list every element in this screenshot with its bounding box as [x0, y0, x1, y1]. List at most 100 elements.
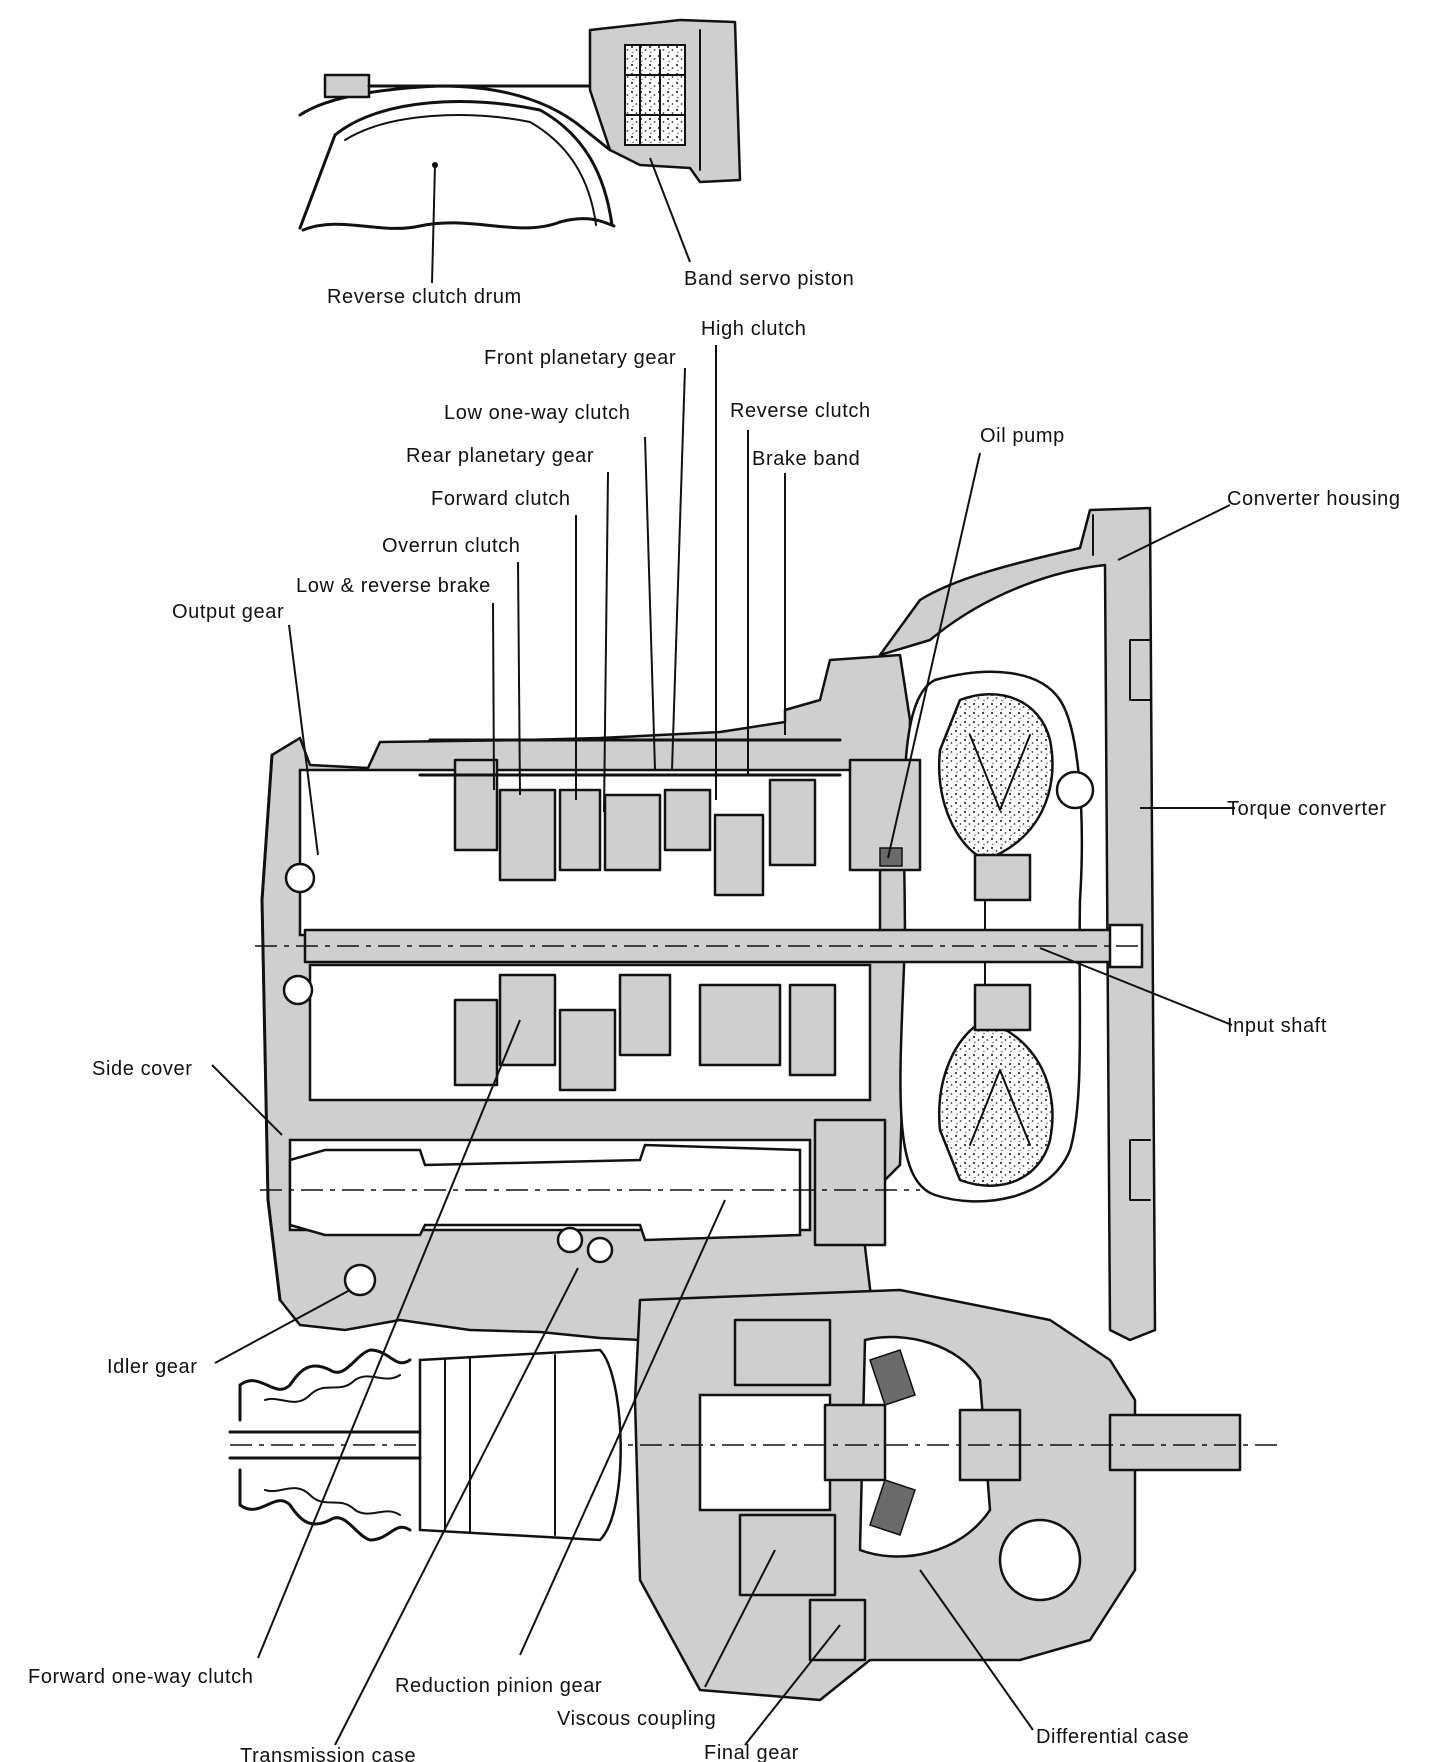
- label-high-clutch: High clutch: [701, 318, 807, 340]
- band-servo-inset: [298, 18, 742, 232]
- side-cover-edge: [260, 753, 282, 1302]
- viscous-coupling-pack: [733, 1318, 832, 1387]
- leader-converter-housing: [1117, 504, 1231, 561]
- leader-rear-planetary-gear: [603, 471, 609, 813]
- side-cover-ring: [282, 974, 314, 1006]
- forward-one-way-clutch-body: [498, 973, 557, 1067]
- label-input-shaft: Input shaft: [1227, 1015, 1327, 1037]
- inset-break-line: [301, 217, 616, 232]
- leader-differential-case: [919, 1569, 1034, 1731]
- leader-side-cover: [211, 1064, 283, 1136]
- label-forward-clutch: Forward clutch: [431, 488, 571, 510]
- inset-piston: [624, 44, 686, 146]
- forward-clutch-plates: [558, 788, 602, 872]
- viscous-coupling-pack-lower: [738, 1513, 837, 1597]
- label-differential-case: Differential case: [1036, 1726, 1189, 1748]
- leader-reverse-clutch-drum: [431, 164, 436, 284]
- converter-stator-lower: [973, 983, 1032, 1032]
- reverse-clutch-drum-shape: [333, 100, 614, 227]
- label-overrun-clutch: Overrun clutch: [382, 535, 520, 557]
- converter-turbine-lower: [938, 1018, 1054, 1187]
- lower-high-clutch: [698, 983, 782, 1067]
- label-final-gear: Final gear: [704, 1742, 799, 1762]
- reverse-clutch-plates: [768, 778, 817, 867]
- label-forward-one-way-clutch: Forward one-way clutch: [28, 1666, 254, 1688]
- label-reduction-pinion-gear: Reduction pinion gear: [395, 1675, 602, 1697]
- inset-drum-inner: [344, 114, 597, 226]
- side-gear-left: [823, 1403, 887, 1482]
- oil-pump-gear: [879, 847, 903, 867]
- label-torque-converter: Torque converter: [1227, 798, 1387, 820]
- label-output-gear: Output gear: [172, 601, 284, 623]
- output-gear-block: [813, 1118, 887, 1247]
- label-idler-gear: Idler gear: [107, 1356, 198, 1378]
- leader-output-gear: [288, 624, 319, 856]
- front-planetary-carrier: [663, 788, 712, 852]
- label-side-cover: Side cover: [92, 1058, 193, 1080]
- converter-lockup-ball: [1055, 770, 1095, 810]
- differential-assembly: [230, 1288, 1280, 1702]
- leader-lines: [211, 157, 1235, 1746]
- clutch-packs-lower: [453, 973, 837, 1092]
- output-gear-ring: [284, 862, 316, 894]
- lower-reverse-clutch: [788, 983, 837, 1077]
- inset-piston-details: [624, 29, 701, 171]
- brake-band-line: [418, 738, 842, 777]
- cv-boot-inner-lower: [264, 1487, 401, 1516]
- cv-boot-inner-upper: [264, 1374, 401, 1403]
- label-brake-band: Brake band: [752, 448, 860, 470]
- pinion-mate-lower: [869, 1479, 916, 1536]
- differential-bearing: [998, 1518, 1082, 1602]
- converter-stator-upper: [973, 853, 1032, 902]
- leader-transmission-case: [334, 1267, 579, 1746]
- leader-band-servo-piston: [649, 157, 691, 263]
- label-low-reverse-brake: Low & reverse brake: [296, 575, 491, 597]
- case-bolt-1: [556, 1226, 584, 1254]
- idler-bearing: [343, 1263, 377, 1297]
- lower-forward-plates: [558, 1008, 617, 1092]
- cv-housing-ribs: [444, 1354, 556, 1536]
- label-reverse-clutch: Reverse clutch: [730, 400, 871, 422]
- rear-planetary-carrier: [603, 793, 662, 872]
- leader-front-planetary-gear: [671, 367, 686, 771]
- case-bolt-2: [586, 1236, 614, 1264]
- pinion-mate-upper: [869, 1349, 916, 1406]
- leader-reduction-pinion-gear: [519, 1199, 726, 1656]
- leader-low-one-way-clutch: [644, 436, 656, 771]
- converter-housing: [878, 506, 1157, 1342]
- leader-overrun-clutch: [517, 561, 521, 796]
- label-front-planetary-gear: Front planetary gear: [484, 347, 676, 369]
- label-reverse-clutch-drum: Reverse clutch drum: [327, 286, 522, 308]
- differential-right-shaft: [1108, 1413, 1242, 1472]
- cv-boot-outline-upper: [238, 1348, 412, 1422]
- leader-oil-pump: [887, 452, 981, 859]
- label-transmission-case: Transmission case: [240, 1745, 416, 1762]
- leader-final-gear: [744, 1624, 841, 1746]
- label-converter-housing: Converter housing: [1227, 488, 1401, 510]
- leader-forward-one-way-clutch: [257, 1019, 521, 1659]
- transaxle-body: [228, 506, 1280, 1702]
- lower-brake-plates: [453, 998, 499, 1087]
- label-band-servo-piston: Band servo piston: [684, 268, 854, 290]
- clutch-packs-upper: [418, 738, 842, 897]
- label-oil-pump: Oil pump: [980, 425, 1065, 447]
- converter-turbine-upper: [938, 693, 1054, 862]
- leader-viscous-coupling: [704, 1549, 776, 1688]
- cv-joint-boot: [228, 1348, 622, 1542]
- high-clutch-plates: [713, 813, 765, 897]
- cv-boot-outline-lower: [238, 1468, 412, 1542]
- lower-planetary: [618, 973, 672, 1057]
- leader-input-shaft: [1039, 947, 1233, 1026]
- leader-low-reverse-brake: [492, 602, 495, 791]
- label-rear-planetary-gear: Rear planetary gear: [406, 445, 594, 467]
- overrun-clutch-pack: [498, 788, 557, 882]
- inset-left-wall: [298, 133, 337, 230]
- label-low-one-way-clutch: Low one-way clutch: [444, 402, 630, 424]
- label-viscous-coupling: Viscous coupling: [557, 1708, 716, 1730]
- viscous-hub: [698, 1393, 832, 1512]
- cv-housing: [418, 1348, 622, 1542]
- inset-bolt: [323, 73, 371, 99]
- leader-idler-gear: [214, 1289, 351, 1364]
- reduction-pinion-shaft: [288, 1143, 802, 1242]
